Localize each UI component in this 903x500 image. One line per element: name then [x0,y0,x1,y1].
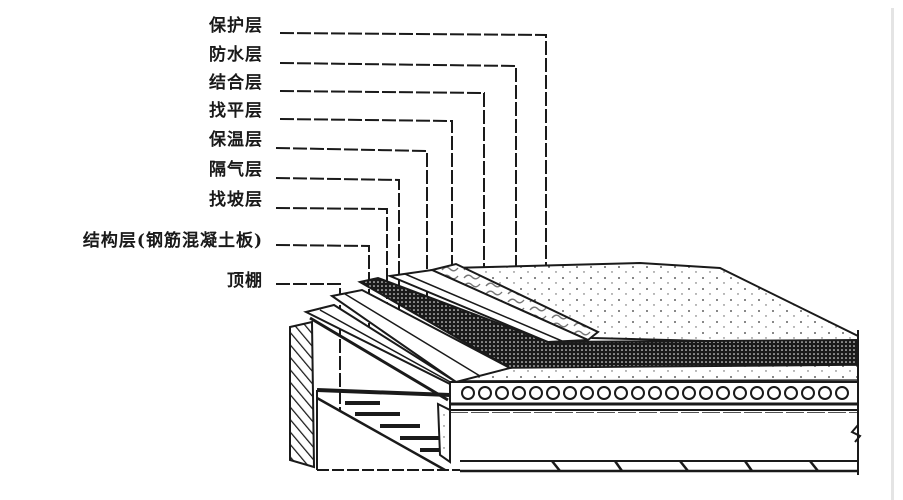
leader-leveling [279,118,453,300]
hollow-core [682,386,696,400]
hollow-core [801,386,815,400]
label-vapor-barrier-layer: 隔气层 [209,160,263,180]
hollow-core [529,386,543,400]
hollow-core [716,386,730,400]
parapet-wall [289,320,316,469]
leader-ceiling [276,283,341,410]
label-slope-layer: 找坡层 [209,190,263,210]
hollow-core [767,386,781,400]
leader-protective [279,32,547,268]
image-border [891,8,894,500]
hollow-core [461,386,475,400]
ceiling-joists [551,460,819,472]
leader-bonding [279,90,485,280]
hollow-core [580,386,594,400]
leader-vapor [275,177,400,320]
hollow-core [512,386,526,400]
hollow-core [563,386,577,400]
leader-insulation [275,147,428,318]
hollow-core [597,386,611,400]
hollow-core [546,386,560,400]
ceiling-space [450,413,858,465]
hollow-core [631,386,645,400]
break-line [850,424,862,443]
leveling-layer-band [451,364,859,382]
hollow-cores [461,386,849,400]
hollow-core [733,386,747,400]
label-protective-layer: 保护层 [209,16,263,36]
hollow-core [784,386,798,400]
leader-waterproof [279,62,517,282]
hollow-core [495,386,509,400]
label-waterproof-layer: 防水层 [209,45,263,65]
label-ceiling: 顶棚 [227,271,263,291]
hollow-core [699,386,713,400]
hollow-core [750,386,764,400]
label-bonding-layer: 结合层 [209,73,263,93]
hollow-core [835,386,849,400]
label-structural-layer: 结构层(钢筋混凝土板) [82,231,263,251]
hollow-core [818,386,832,400]
label-leveling-layer: 找平层 [209,101,263,121]
hollow-core [614,386,628,400]
label-insulation-layer: 保温层 [209,130,263,150]
beam-end [436,402,451,464]
hollow-core [478,386,492,400]
hollow-core [648,386,662,400]
hollow-core [665,386,679,400]
